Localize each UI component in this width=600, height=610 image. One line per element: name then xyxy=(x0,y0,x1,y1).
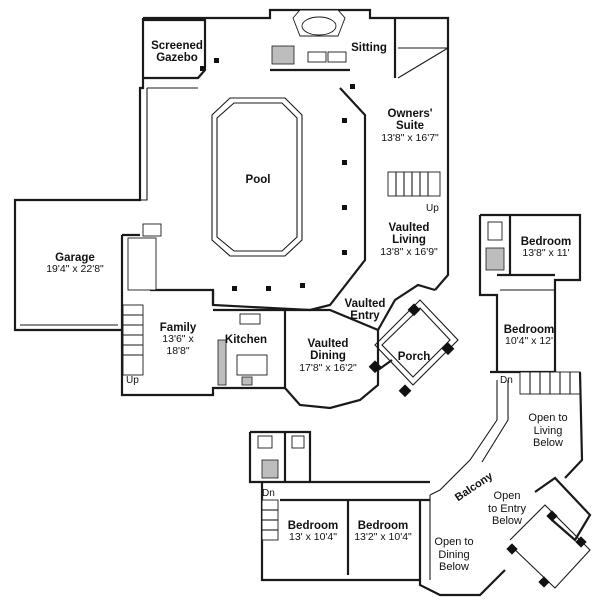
bedroom-bottom-mid-name: Bedroom xyxy=(357,520,409,532)
bedroom-bottom-mid-dims: 13'2" x 10'4" xyxy=(354,531,412,544)
upper-floor-walls xyxy=(248,213,592,597)
open-to-entry-label: Open to Entry Below xyxy=(476,490,538,528)
open-entry-line2: to Entry xyxy=(488,502,526,515)
dining-dims: 17'8" x 16'2" xyxy=(299,361,357,374)
room-label-living: Vaulted Living 13'8" x 16'9" xyxy=(370,222,448,258)
room-label-bedroom-bottom-mid: Bedroom 13'2" x 10'4" xyxy=(348,520,418,544)
open-entry-line3: Below xyxy=(492,515,522,528)
kitchen-fixtures xyxy=(127,223,268,386)
porch-name: Porch xyxy=(397,351,431,363)
garage-dims: 19'4" x 22'8" xyxy=(46,263,104,276)
bedroom-upper-right-name: Bedroom xyxy=(520,236,572,248)
living-line2: Living xyxy=(392,234,426,247)
stair-dn-right-label: Dn xyxy=(500,375,513,386)
sitting-name: Sitting xyxy=(351,42,387,54)
room-label-bedroom-upper-right: Bedroom 13'8" x 11' xyxy=(514,236,578,260)
sitting-bay xyxy=(270,9,449,79)
dining-line1: Vaulted xyxy=(307,338,349,350)
stair-up-suite-label: Up xyxy=(426,203,439,214)
living-line1: Vaulted xyxy=(388,222,430,234)
kitchen-name: Kitchen xyxy=(224,334,268,346)
family-stair xyxy=(122,304,144,376)
family-name: Family xyxy=(159,322,197,334)
bedroom-mid-right-name: Bedroom xyxy=(503,324,555,336)
room-label-dining: Vaulted Dining 17'8" x 16'2" xyxy=(288,338,368,374)
room-label-family: Family 13'6" x 18'8" xyxy=(148,322,208,357)
gazebo-name-line1: Screened xyxy=(151,40,203,52)
open-living-line2: Living xyxy=(533,424,563,437)
open-dining-line3: Below xyxy=(439,561,469,574)
pool xyxy=(211,97,303,257)
open-dining-line2: Dining xyxy=(438,548,470,561)
room-label-porch: Porch xyxy=(391,351,437,363)
garage-name: Garage xyxy=(55,252,95,264)
open-to-living-label: Open to Living Below xyxy=(518,412,578,450)
room-label-gazebo: Screened Gazebo xyxy=(142,40,212,65)
owners-suite-dims: 13'8" x 16'7" xyxy=(381,131,439,144)
living-dims: 13'8" x 16'9" xyxy=(380,245,438,258)
main-floor-walls xyxy=(13,8,450,410)
open-entry-line1: Open xyxy=(493,490,521,502)
owners-suite-line2: Suite xyxy=(395,120,425,133)
gazebo-name-line2: Gazebo xyxy=(156,52,198,65)
dining-line2: Dining xyxy=(310,350,346,363)
bedroom-bottom-left-name: Bedroom xyxy=(287,520,339,532)
courtyard-columns xyxy=(200,58,355,291)
entry-line1: Vaulted xyxy=(344,298,386,310)
room-label-bedroom-mid-right: Bedroom 10'4" x 12' xyxy=(498,324,560,348)
porch xyxy=(368,299,459,398)
open-living-line1: Open to xyxy=(528,412,568,424)
suite-stair xyxy=(387,171,441,197)
bedroom-bottom-left-dims: 13' x 10'4" xyxy=(288,531,338,544)
open-dining-line1: Open to xyxy=(434,536,474,548)
room-label-bedroom-bottom-left: Bedroom 13' x 10'4" xyxy=(280,520,346,544)
open-living-line3: Below xyxy=(533,437,563,450)
stair-up-family-label: Up xyxy=(126,375,139,386)
pool-name: Pool xyxy=(245,174,271,186)
entry-line2: Entry xyxy=(350,310,380,323)
bedroom-mid-right-dims: 10'4" x 12' xyxy=(504,335,554,348)
family-dims-line1: 13'6" x xyxy=(162,333,194,346)
room-label-owners-suite: Owners' Suite 13'8" x 16'7" xyxy=(372,108,448,144)
bedroom-upper-right-dims: 13'8" x 11' xyxy=(522,247,570,260)
room-label-sitting: Sitting xyxy=(346,42,392,54)
room-label-kitchen: Kitchen xyxy=(218,334,274,346)
room-label-entry: Vaulted Entry xyxy=(342,298,388,323)
room-label-garage: Garage 19'4" x 22'8" xyxy=(30,252,120,276)
open-to-dining-label: Open to Dining Below xyxy=(424,536,484,574)
family-dims-line2: 18'8" xyxy=(166,344,190,357)
room-label-pool: Pool xyxy=(236,174,280,186)
owners-suite-line1: Owners' xyxy=(387,108,433,120)
stair-dn-left-label: Dn xyxy=(262,488,275,499)
